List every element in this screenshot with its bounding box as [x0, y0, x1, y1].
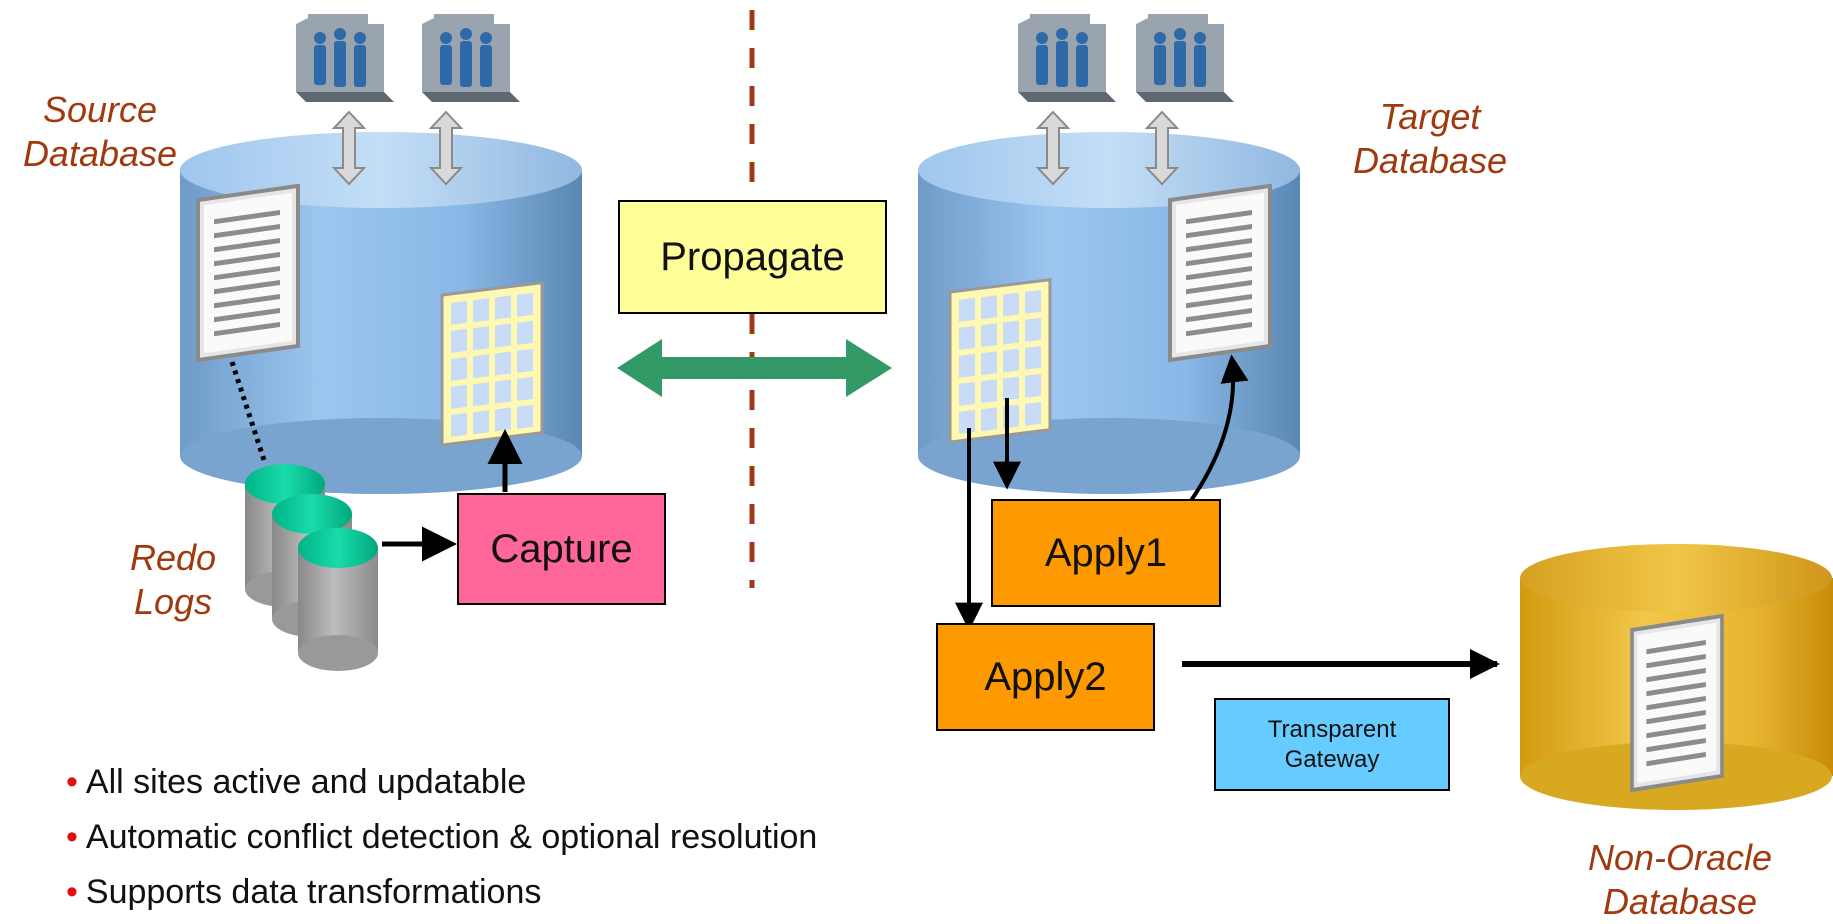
document-icon [1170, 186, 1270, 360]
transparent-gateway-box: Transparent Gateway [1214, 698, 1450, 791]
apply1-to-document-arrow [1188, 354, 1249, 504]
label-line: Non-Oracle [1587, 837, 1773, 878]
propagate-box: Propagate [618, 200, 887, 314]
source-database-label: Source Database [0, 88, 200, 176]
gateway-line: Gateway [1284, 745, 1380, 773]
redo-logs-label: Redo Logs [118, 536, 228, 624]
apply1-box: Apply1 [991, 499, 1221, 607]
feature-bullet: Supports data transformations [66, 865, 817, 920]
label-line: Source [42, 89, 158, 130]
document-icon [1632, 616, 1722, 790]
label-line: Redo [129, 537, 217, 578]
label-line: Target [1379, 96, 1481, 137]
label-line: Logs [133, 581, 213, 622]
bullet-text: Automatic conflict detection & optional … [85, 818, 818, 856]
bullet-text: Supports data transformations [85, 873, 542, 911]
non-oracle-database-label: Non-Oracle Database [1560, 836, 1800, 924]
gateway-line: Transparent [1267, 715, 1397, 743]
target-database-label: Target Database [1320, 95, 1540, 183]
users-icon [1018, 14, 1116, 102]
capture-box: Capture [457, 493, 666, 605]
label-line: Database [22, 133, 178, 174]
feature-bullet-list: All sites active and updatable Automatic… [66, 755, 817, 920]
redo-document-icon [198, 186, 298, 360]
users-icon [1136, 14, 1234, 102]
redo-log-cylinders [245, 464, 378, 671]
users-icon [422, 14, 520, 102]
label-line: Database [1602, 881, 1758, 922]
propagate-arrow [617, 339, 892, 397]
label-line: Database [1352, 140, 1508, 181]
table-grid-icon [440, 281, 544, 447]
feature-bullet: All sites active and updatable [66, 755, 817, 810]
bullet-text: All sites active and updatable [85, 763, 527, 801]
apply2-box: Apply2 [936, 623, 1155, 731]
non-oracle-database-cylinder [1520, 544, 1833, 810]
feature-bullet: Automatic conflict detection & optional … [66, 810, 817, 865]
table-grid-icon [948, 278, 1052, 444]
users-icon [296, 14, 394, 102]
